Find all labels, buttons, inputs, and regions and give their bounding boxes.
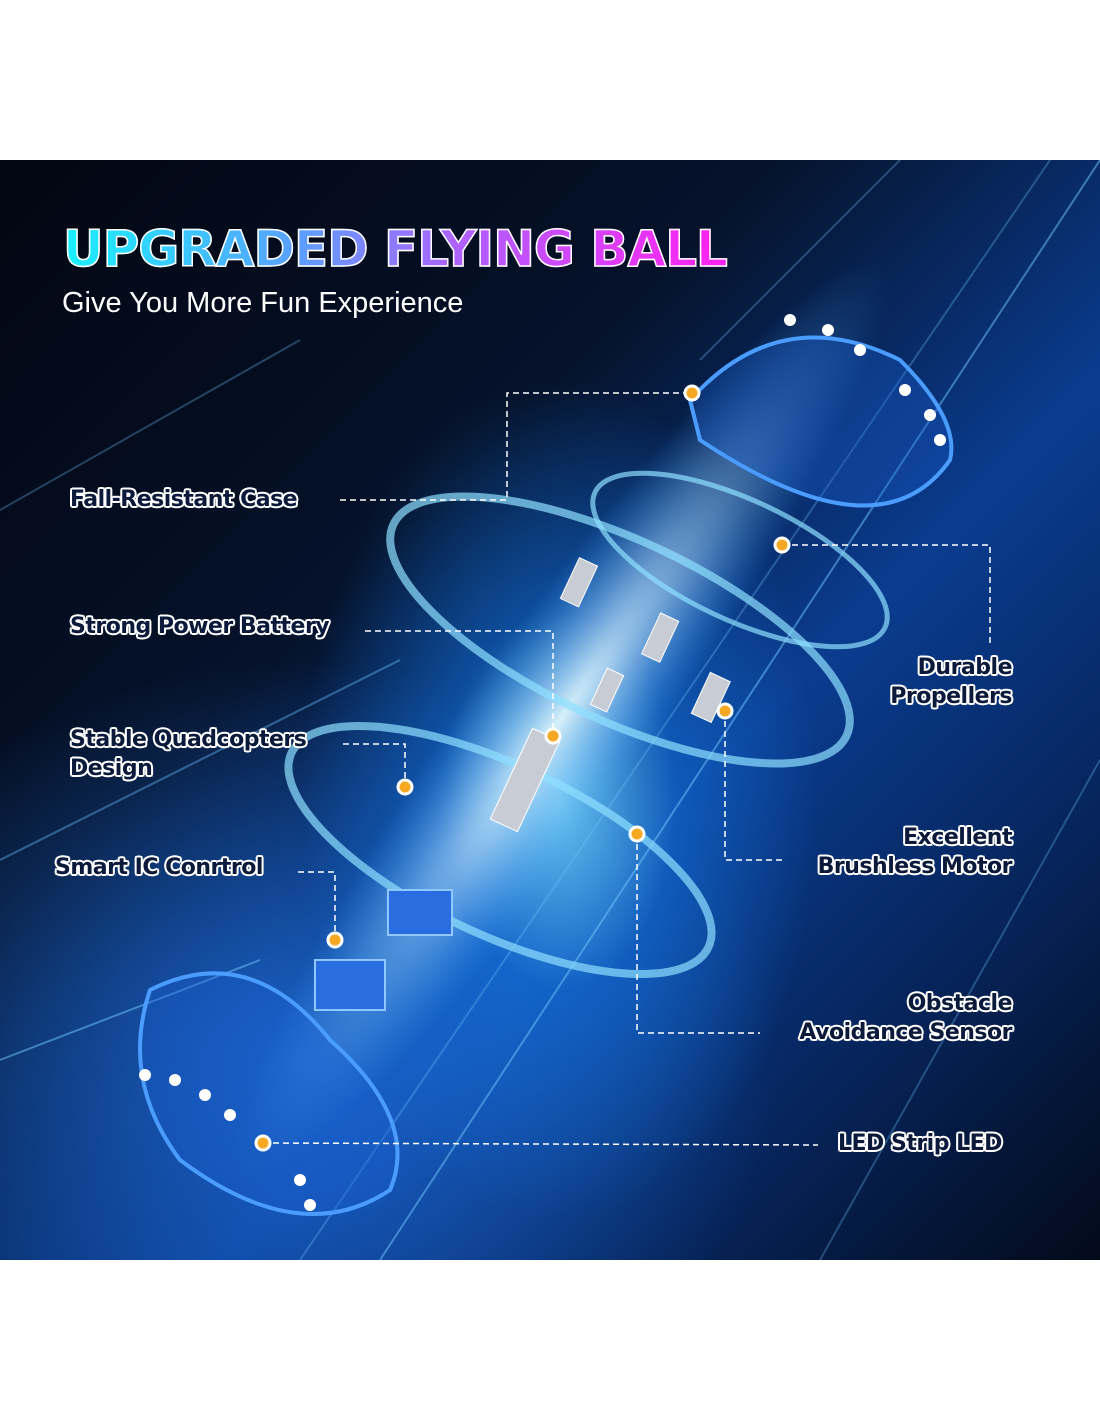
dot-quadcopters <box>396 778 414 796</box>
callout-line-2: Brushless Motor <box>817 854 1013 879</box>
components <box>489 556 731 833</box>
motor-housings <box>314 889 453 1011</box>
callout-fall-resistant-case: Fall-Resistant Case <box>70 487 298 512</box>
dot-led <box>254 1134 272 1152</box>
callout-led-strip: LED Strip LED <box>838 1131 1002 1156</box>
callout-line-1: Obstacle <box>907 991 1013 1016</box>
callout-line-2: Avoidance Sensor <box>799 1020 1012 1045</box>
callout-line-2: Design <box>70 756 153 781</box>
callout-line-1: Excellent <box>903 825 1012 850</box>
subheadline: Give You More Fun Experience <box>62 287 464 319</box>
headline: UPGRADED FLYING BALL <box>62 219 728 279</box>
exploded-view-illustration <box>0 160 1100 1260</box>
dot-motor <box>716 702 734 720</box>
callout-line-2: Propellers <box>890 684 1012 709</box>
light-streaks <box>0 160 1100 1260</box>
callout-durable-propellers: Durable Propellers <box>890 653 1012 711</box>
callout-brushless-motor: Excellent Brushless Motor <box>817 823 1013 881</box>
dot-sensor <box>628 825 646 843</box>
exploded-view-scene: UPGRADED FLYING BALL Give You More Fun E… <box>0 160 1100 1260</box>
dot-ic <box>326 931 344 949</box>
callout-dots <box>254 384 791 1152</box>
top-hemisphere <box>687 335 954 508</box>
dot-propellers <box>773 536 791 554</box>
callout-strong-power-battery: Strong Power Battery <box>70 614 330 639</box>
callout-obstacle-sensor: Obstacle Avoidance Sensor <box>799 989 1012 1047</box>
dot-case <box>683 384 701 402</box>
callout-lines <box>262 392 991 1146</box>
callout-stable-quadcopters: Stable Quadcopters Design <box>70 725 307 783</box>
bottom-hemisphere <box>138 971 400 1216</box>
callout-line-1: Stable Quadcopters <box>70 727 307 752</box>
dot-battery <box>544 727 562 745</box>
callout-smart-ic-control: Smart IC Conrtrol <box>55 855 263 880</box>
callout-line-1: Durable <box>917 655 1013 680</box>
leds <box>139 314 946 1211</box>
